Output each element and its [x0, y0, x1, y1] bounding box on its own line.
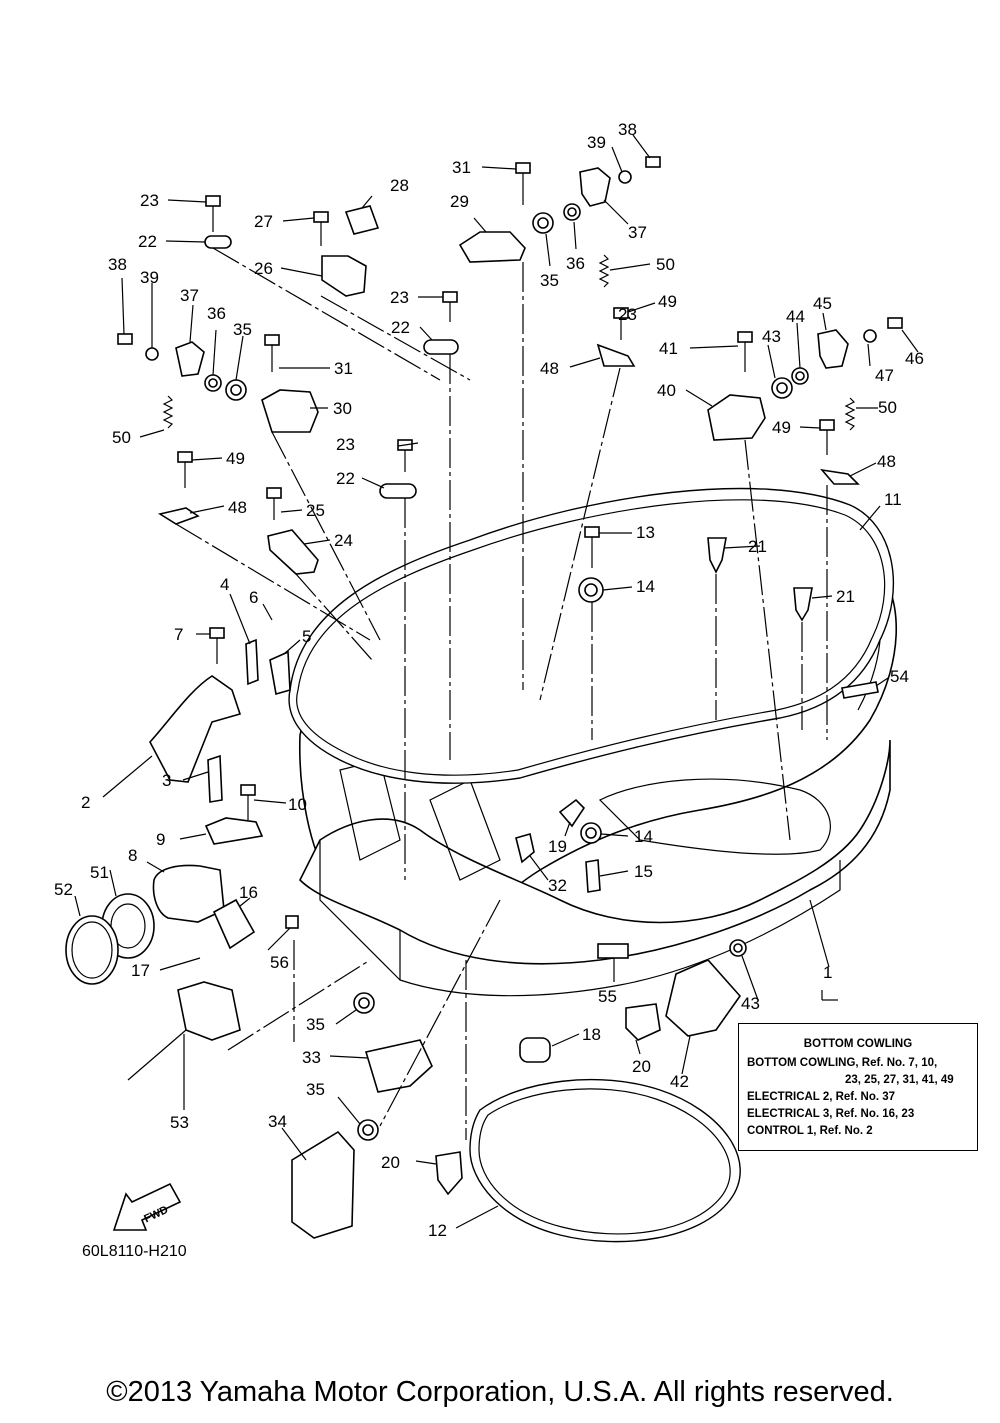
callout: 44: [786, 307, 805, 326]
callout: 55: [598, 987, 617, 1006]
callout: 52: [54, 880, 73, 899]
reference-line: ELECTRICAL 3, Ref. No. 16, 23: [747, 1108, 915, 1120]
callout: 38: [108, 255, 127, 274]
callout: 47: [875, 366, 894, 385]
callout: 3: [162, 771, 171, 790]
callout: 31: [334, 359, 353, 378]
leader-lines: [74, 134, 919, 1229]
callout: 37: [180, 286, 199, 305]
reference-line: 23, 25, 27, 31, 41, 49: [845, 1074, 954, 1086]
callout: 39: [140, 268, 159, 287]
callout: 23: [336, 435, 355, 454]
callout: 48: [877, 452, 896, 471]
callout: 2: [81, 793, 90, 812]
callout: 41: [659, 339, 678, 358]
callout: 18: [582, 1025, 601, 1044]
callout: 36: [566, 254, 585, 273]
callout: 43: [762, 327, 781, 346]
callout: 43: [741, 994, 760, 1013]
callout: 20: [632, 1057, 651, 1076]
callout: 36: [207, 304, 226, 323]
callout: 24: [334, 531, 353, 550]
callout: 46: [905, 349, 924, 368]
callout: 23: [140, 191, 159, 210]
callout: 37: [628, 223, 647, 242]
callout: 29: [450, 192, 469, 211]
callout: 35: [233, 320, 252, 339]
callout: 4: [220, 575, 229, 594]
callout: 14: [636, 577, 655, 596]
callout: 40: [657, 381, 676, 400]
callout: 22: [336, 469, 355, 488]
diagram-code: 60L8110-H210: [82, 1243, 187, 1260]
reference-line: BOTTOM COWLING, Ref. No. 7, 10,: [747, 1057, 938, 1069]
callout: 48: [228, 498, 247, 517]
callout: 27: [254, 212, 273, 231]
callout: 35: [540, 271, 559, 290]
reference-box-title: BOTTOM COWLING: [803, 1038, 913, 1050]
callout: 25: [306, 501, 325, 520]
top-seal-ring: [288, 487, 895, 784]
callout: 35: [306, 1015, 325, 1034]
callout: 9: [156, 830, 165, 849]
callout: 13: [636, 523, 655, 542]
callout: 54: [890, 667, 909, 686]
callout-numbers: 1 2 3 4 5 6 7 8 9 10 11 12 13 14 14 15 1…: [54, 120, 924, 1240]
callout: 51: [90, 863, 109, 882]
callout: 16: [239, 883, 258, 902]
reference-line: ELECTRICAL 2, Ref. No. 37: [747, 1091, 896, 1103]
callout: 22: [391, 318, 410, 337]
callout: 21: [836, 587, 855, 606]
reference-box: BOTTOM COWLING BOTTOM COWLING, Ref. No. …: [738, 1023, 978, 1151]
callout: 38: [618, 120, 637, 139]
copyright-notice: ©2013 Yamaha Motor Corporation, U.S.A. A…: [106, 1376, 894, 1408]
callout: 28: [390, 176, 409, 195]
callout: 33: [302, 1048, 321, 1067]
callout: 22: [138, 232, 157, 251]
callout: 42: [670, 1072, 689, 1091]
lower-seal-ring: [469, 1078, 741, 1243]
callout: 45: [813, 294, 832, 313]
callout: 49: [226, 449, 245, 468]
callout: 49: [658, 292, 677, 311]
callout: 39: [587, 133, 606, 152]
callout: 15: [634, 862, 653, 881]
callout: 48: [540, 359, 559, 378]
callout: 34: [268, 1112, 287, 1131]
callout: 50: [656, 255, 675, 274]
callout: 14: [634, 827, 653, 846]
callout: 21: [748, 537, 767, 556]
callout: 19: [548, 837, 567, 856]
callout: 17: [131, 961, 150, 980]
callout: 11: [884, 490, 902, 509]
callout: 49: [772, 418, 791, 437]
callout: 8: [128, 846, 137, 865]
callout: 35: [306, 1080, 325, 1099]
callout: 12: [428, 1221, 447, 1240]
callout: 6: [249, 588, 258, 607]
callout: 26: [254, 259, 273, 278]
callout: 31: [452, 158, 471, 177]
callout: 20: [381, 1153, 400, 1172]
callout: 23: [390, 288, 409, 307]
callout: 30: [333, 399, 352, 418]
callout: 32: [548, 876, 567, 895]
callout: 53: [170, 1113, 189, 1132]
callout: 10: [288, 795, 307, 814]
callout: 23: [618, 305, 637, 324]
callout: 50: [878, 398, 897, 417]
callout: 5: [302, 627, 311, 646]
callout: 1: [823, 963, 832, 982]
reference-line: CONTROL 1, Ref. No. 2: [747, 1125, 873, 1137]
callout: 7: [174, 625, 183, 644]
callout: 56: [270, 953, 289, 972]
small-parts: [65, 156, 903, 1239]
callout: 50: [112, 428, 131, 447]
